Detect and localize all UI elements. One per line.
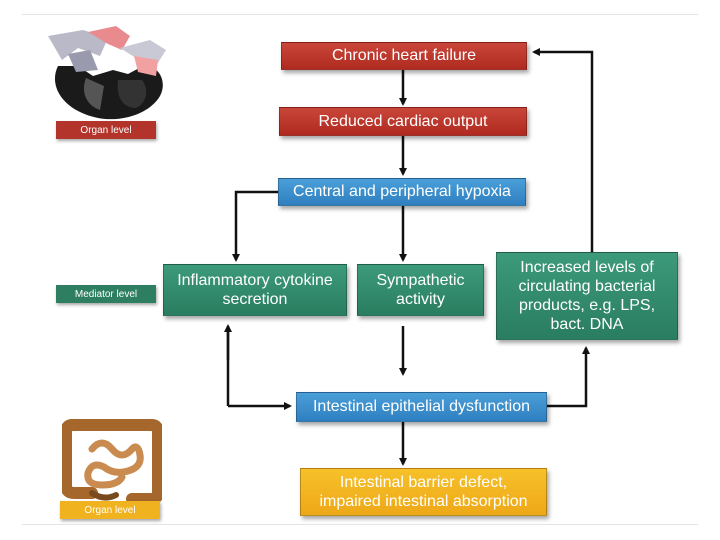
barrier-line-1: Intestinal barrier defect, xyxy=(339,473,508,491)
bacterial-line-1: Increased levels of xyxy=(520,258,654,276)
cytokine-line-2: secretion xyxy=(222,291,288,308)
hypoxia-box: Central and peripheral hypoxia xyxy=(278,178,526,206)
bacterial-line-3: products, e.g. LPS, xyxy=(518,297,656,314)
chronic-heart-failure-label: Chronic heart failure xyxy=(331,47,477,65)
organ-level-heart-label: Organ level xyxy=(56,121,156,139)
bottom-rule xyxy=(22,524,698,525)
reduced-cardiac-output-label: Reduced cardiac output xyxy=(318,112,488,130)
sympathetic-line-1: Sympathetic xyxy=(376,271,465,289)
chronic-heart-failure-box: Chronic heart failure xyxy=(281,42,527,70)
arrow-dysfunction-to-bacterial xyxy=(547,346,590,408)
intestine-icon xyxy=(62,419,162,505)
sympathetic-activity-box: Sympathetic activity xyxy=(357,264,484,316)
heart-icon xyxy=(48,26,166,120)
barrier-defect-box: Intestinal barrier defect, impaired inte… xyxy=(300,468,547,516)
cytokine-secretion-box: Inflammatory cytokine secretion xyxy=(163,264,347,316)
bacterial-line-2: circulating bacterial xyxy=(518,277,656,295)
hypoxia-label: Central and peripheral hypoxia xyxy=(293,183,511,201)
reduced-cardiac-output-box: Reduced cardiac output xyxy=(279,107,527,136)
arrow-bacterial-to-hf xyxy=(532,48,594,252)
organ-level-gut-label: Organ level xyxy=(60,501,160,519)
intestinal-dysfunction-box: Intestinal epithelial dysfunction xyxy=(296,392,547,422)
bacterial-products-box: Increased levels of circulating bacteria… xyxy=(496,252,678,340)
bacterial-line-4: bact. DNA xyxy=(550,316,624,334)
intestinal-dysfunction-label: Intestinal epithelial dysfunction xyxy=(312,398,531,416)
sympathetic-line-2: activity xyxy=(396,291,445,308)
arrow-hypoxia-to-cytokine xyxy=(232,190,278,262)
top-rule xyxy=(22,14,698,15)
mediator-level-label: Mediator level xyxy=(56,285,156,303)
barrier-line-2: impaired intestinal absorption xyxy=(319,493,528,510)
cytokine-line-1: Inflammatory cytokine xyxy=(177,271,333,289)
